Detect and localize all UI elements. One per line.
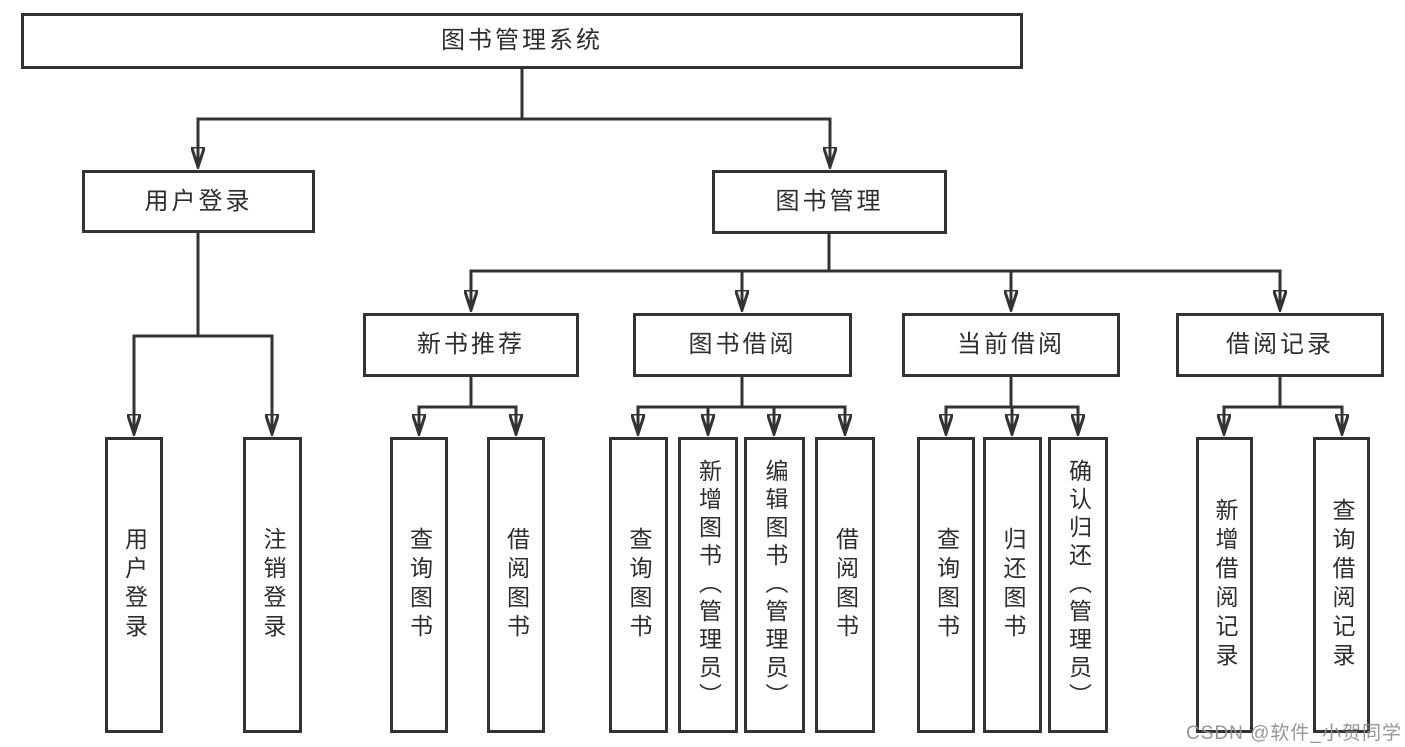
node-current-borrowing: 当前借阅	[902, 313, 1120, 377]
node-book-borrowing: 图书借阅	[633, 313, 852, 377]
leaf-cb-confirm-return-admin: 确认归还（管理员）	[1048, 437, 1108, 733]
node-new-book-recommendation: 新书推荐	[363, 313, 579, 377]
leaf-user-login: 用户登录	[105, 437, 163, 733]
csdn-watermark: CSDN @软件_小贺同学	[1186, 723, 1402, 744]
node-borrowing-records: 借阅记录	[1176, 313, 1384, 377]
leaf-label: 借阅图书	[832, 527, 859, 643]
node-label: 图书管理系统	[441, 27, 603, 54]
leaf-logout: 注销登录	[243, 437, 302, 733]
leaf-bb-borrow-book: 借阅图书	[815, 437, 875, 733]
leaf-label: 借阅图书	[503, 527, 530, 643]
leaf-label: 新增借阅记录	[1212, 498, 1238, 672]
node-library-system-root: 图书管理系统	[21, 13, 1023, 69]
leaf-cb-query-book: 查询图书	[917, 437, 975, 733]
leaf-bb-add-book-admin: 新增图书（管理员）	[678, 437, 738, 733]
leaf-rec-borrow-book: 借阅图书	[487, 437, 545, 733]
leaf-label: 查询图书	[933, 527, 960, 643]
node-label: 借阅记录	[1226, 331, 1334, 358]
leaf-bb-query-book: 查询图书	[609, 437, 668, 733]
leaf-rec-query-book: 查询图书	[390, 437, 448, 733]
node-label: 图书管理	[775, 188, 884, 215]
leaf-label: 注销登录	[260, 527, 286, 643]
leaf-label: 查询借阅记录	[1329, 498, 1355, 672]
leaf-label: 编辑图书（管理员）	[762, 459, 788, 711]
leaf-label: 确认归还（管理员）	[1065, 459, 1092, 711]
node-label: 新书推荐	[417, 331, 525, 358]
node-book-management-branch: 图书管理	[712, 170, 947, 234]
node-label: 用户登录	[144, 187, 253, 215]
leaf-label: 用户登录	[121, 527, 148, 643]
leaf-br-add-record: 新增借阅记录	[1196, 437, 1253, 733]
leaf-label: 查询图书	[406, 527, 433, 643]
leaf-label: 查询图书	[626, 527, 652, 643]
leaf-label: 新增图书（管理员）	[695, 459, 722, 711]
leaf-label: 归还图书	[1000, 527, 1026, 643]
node-label: 图书借阅	[688, 331, 797, 358]
node-user-login-branch: 用户登录	[82, 170, 315, 233]
leaf-cb-return-book: 归还图书	[983, 437, 1042, 733]
node-label: 当前借阅	[957, 331, 1065, 358]
leaf-br-query-record: 查询借阅记录	[1313, 437, 1370, 733]
leaf-bb-edit-book-admin: 编辑图书（管理员）	[744, 437, 805, 733]
